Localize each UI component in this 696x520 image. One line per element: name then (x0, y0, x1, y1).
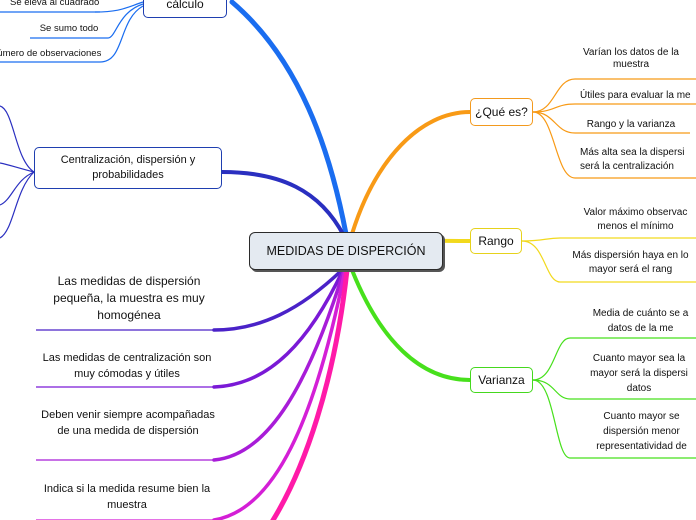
subtopic-cuanto-mayor-2[interactable]: Cuanto mayor se dispersión menor represe… (596, 411, 687, 452)
subtopic-media-cuanto[interactable]: Media de cuánto se a datos de la me (592, 308, 689, 334)
branch-acompanadas (212, 268, 346, 462)
subtopic-rango-varianza[interactable]: Rango y la varianza (586, 119, 676, 130)
central-topic[interactable]: MEDIDAS DE DISPERCIÓN (249, 232, 443, 270)
branch-centralizacion (220, 170, 346, 238)
topic-acompanadas[interactable]: Deben venir siempre acompañadas de una m… (41, 409, 215, 437)
topic-dispersion-pequena[interactable]: Las medidas de dispersión pequeña, la mu… (53, 274, 205, 322)
branch-indica (212, 268, 347, 520)
topic-indica[interactable]: Indica si la medida resume bien la muest… (43, 483, 211, 511)
topic-varianza[interactable]: Varianza (470, 367, 533, 393)
branch-varianza (350, 268, 472, 382)
topic-rango[interactable]: Rango (470, 228, 522, 254)
subtopic-se-eleva[interactable]: Se eleva al cuadrado (10, 0, 100, 8)
subtopic-mas-alta[interactable]: Más alta sea la dispersi será la central… (580, 147, 685, 172)
branch-calculo (229, 0, 349, 237)
topic-centralizacion-comodas[interactable]: Las medidas de centralización son muy có… (42, 352, 212, 380)
subtopic-valor-maximo[interactable]: Valor máximo observac menos el mínimo (583, 207, 688, 232)
subtopic-se-sumo[interactable]: Se sumo todo (39, 23, 99, 34)
subtopic-varian[interactable]: Varían los datos de la muestra (583, 47, 679, 70)
branch-pink (270, 267, 350, 520)
topic-que-es[interactable]: ¿Qué es? (470, 98, 533, 126)
subtopic-observaciones[interactable]: número de observaciones (0, 48, 102, 59)
subtopic-mas-dispersion[interactable]: Más dispersión haya en lo mayor será el … (572, 250, 689, 275)
topic-calculo[interactable]: cálculo (143, 0, 227, 18)
branch-comodas (212, 268, 345, 389)
topic-centralizacion[interactable]: Centralización, dispersión y probabilida… (34, 147, 222, 189)
branch-pequena (212, 268, 344, 332)
branch-que-es (350, 110, 472, 236)
subtopic-cuanto-mayor-1[interactable]: Cuanto mayor sea la mayor será la disper… (590, 353, 688, 394)
subtopic-utiles[interactable]: Útiles para evaluar la me (580, 90, 691, 101)
